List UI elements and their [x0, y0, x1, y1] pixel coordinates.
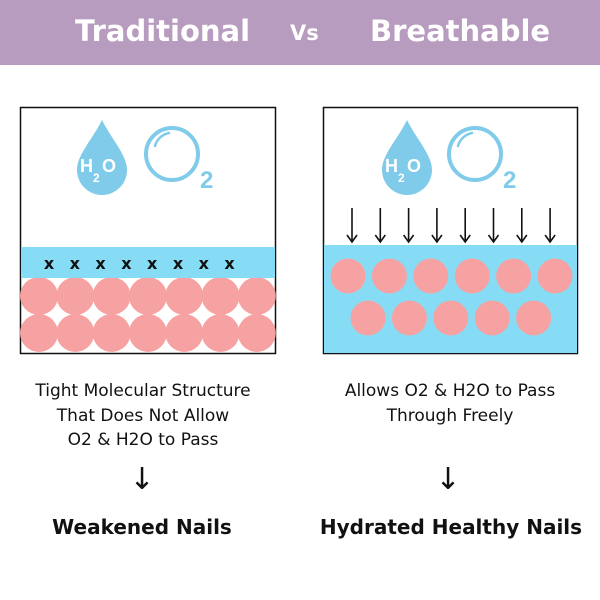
- down-arrow-icon: [516, 208, 528, 244]
- water-drop-icon: H 2 O: [382, 120, 432, 195]
- molecule: [237, 277, 276, 315]
- breathable-layer: [324, 245, 577, 353]
- svg-text:H: H: [80, 156, 93, 176]
- down-arrow-icon: [459, 208, 471, 244]
- header-breathable: Breathable: [370, 14, 551, 48]
- breathable-caption: Allows O2 & H2O to Pass Through Freely: [344, 381, 556, 426]
- oxygen-bubble-icon: 2: [144, 126, 213, 194]
- down-arrow-icon: [346, 208, 358, 244]
- svg-text:O: O: [102, 156, 116, 176]
- down-arrow-icon: ↓: [435, 462, 461, 497]
- blocked-mark: x: [147, 254, 158, 273]
- molecule: [201, 314, 240, 352]
- molecule: [20, 277, 58, 315]
- blocked-mark: x: [95, 254, 106, 273]
- svg-text:H: H: [385, 156, 398, 176]
- blocked-mark: x: [224, 254, 235, 273]
- breathable-result: Hydrated Healthy Nails: [319, 515, 583, 539]
- molecule: [201, 277, 240, 315]
- oxygen-bubble-icon: 2: [447, 126, 516, 194]
- down-arrow-icon: ↓: [129, 462, 155, 497]
- blocked-mark: x: [44, 254, 55, 273]
- traditional-result: Weakened Nails: [52, 515, 232, 539]
- molecule: [454, 258, 490, 294]
- molecule: [537, 258, 573, 294]
- water-drop-icon: H 2 O: [77, 120, 127, 195]
- blocked-mark: x: [121, 254, 132, 273]
- svg-text:O: O: [407, 156, 421, 176]
- molecule: [496, 258, 532, 294]
- blocked-mark: x: [173, 254, 184, 273]
- molecule: [165, 314, 204, 352]
- down-arrow-icon: [402, 208, 415, 244]
- down-arrow-icon: [487, 208, 500, 244]
- down-arrow-icon: [544, 208, 556, 244]
- molecule: [413, 258, 449, 294]
- svg-text:2: 2: [200, 167, 213, 194]
- molecule: [92, 314, 131, 352]
- loose-molecules: [330, 258, 573, 336]
- molecule: [92, 277, 131, 315]
- blocked-mark: x: [70, 254, 81, 273]
- molecule: [350, 300, 386, 336]
- molecule: [20, 314, 58, 352]
- molecule: [474, 300, 510, 336]
- molecule: [56, 314, 95, 352]
- molecule: [128, 277, 167, 315]
- molecule: [128, 314, 167, 352]
- molecule: [330, 258, 366, 294]
- molecule: [391, 300, 427, 336]
- header-traditional: Traditional: [75, 14, 251, 48]
- down-arrow-icon: [374, 208, 386, 244]
- svg-text:2: 2: [93, 171, 100, 185]
- passing-arrows: [346, 208, 556, 244]
- svg-text:2: 2: [503, 167, 516, 194]
- header-banner: Traditional Vs Breathable: [0, 0, 600, 65]
- traditional-caption: Tight Molecular Structure That Does Not …: [35, 381, 251, 450]
- molecule: [237, 314, 276, 352]
- blocked-mark: x: [199, 254, 210, 273]
- barrier-layer: [21, 247, 275, 278]
- down-arrow-icon: [431, 208, 443, 244]
- molecule: [165, 277, 204, 315]
- tight-molecules: [20, 277, 276, 352]
- molecule: [433, 300, 469, 336]
- breathable-panel: H 2 O 2: [322, 106, 579, 355]
- svg-text:2: 2: [398, 171, 405, 185]
- header-vs: Vs: [290, 21, 319, 45]
- molecule: [56, 277, 95, 315]
- molecule: [516, 300, 552, 336]
- molecule: [371, 258, 407, 294]
